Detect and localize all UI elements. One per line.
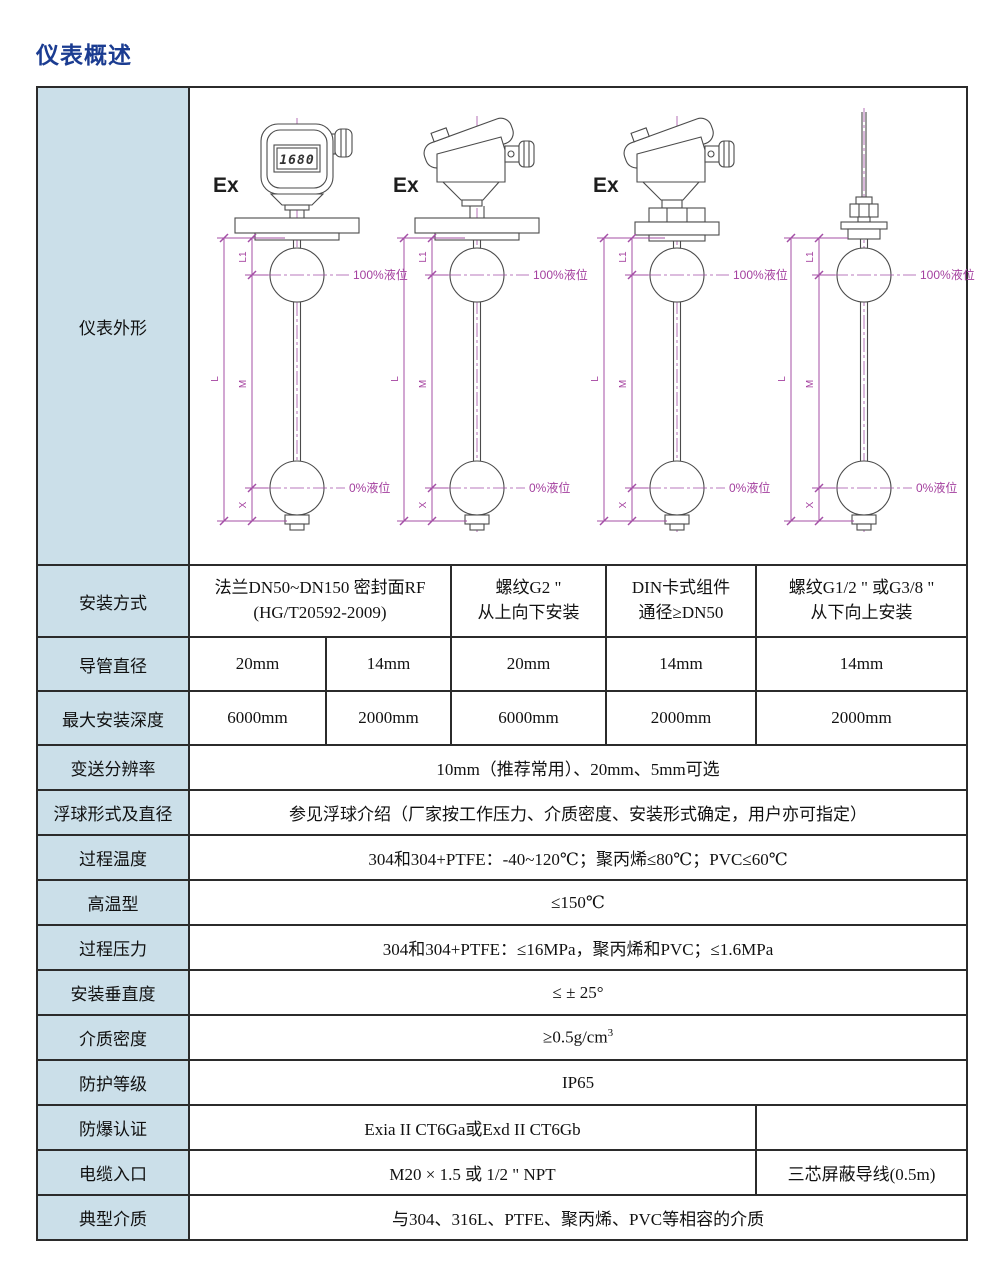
row-cable-entry: 电缆入口 M20 × 1.5 或 1/2 " NPT 三芯屏蔽导线(0.5m) <box>36 1149 969 1196</box>
row-float-type: 浮球形式及直径 参见浮球介绍（厂家按工作压力、介质密度、安装形式确定，用户亦可指… <box>36 789 969 836</box>
row-protection: 防护等级 IP65 <box>36 1059 969 1106</box>
row-density: 介质密度 ≥0.5g/cm3 <box>36 1014 969 1061</box>
dim-label-x: X <box>418 501 429 508</box>
row-resolution: 变送分辨率 10mm（推荐常用）、20mm、5mm可选 <box>36 744 969 791</box>
cell-max-depth-4: 2000mm <box>605 690 757 746</box>
row-label-appearance: 仪表外形 <box>36 86 190 566</box>
level-0-label: 0%液位 <box>529 480 570 495</box>
row-typical-medium: 典型介质 与304、316L、PTFE、聚丙烯、PVC等相容的介质 <box>36 1194 969 1241</box>
level-100-label: 100%液位 <box>733 267 788 282</box>
dim-label-m: M <box>418 380 429 388</box>
row-label-explosion: 防爆认证 <box>36 1104 190 1151</box>
cell-max-depth-3: 6000mm <box>450 690 607 746</box>
instrument-drawing-flange-angle-head: L M L1 X 100%液位 0%液位 Ex <box>390 116 588 532</box>
cell-resolution-value: 10mm（推荐常用）、20mm、5mm可选 <box>187 744 969 791</box>
row-process-temp: 过程温度 304和304+PTFE：-40~120℃；聚丙烯≤80℃；PVC≤6… <box>36 834 969 881</box>
row-appearance: 仪表外形 1680 <box>36 86 975 566</box>
ex-marking: Ex <box>393 174 419 197</box>
page-title: 仪表概述 <box>36 42 132 68</box>
row-label-protection: 防护等级 <box>36 1059 190 1106</box>
dim-label-l: L <box>390 376 401 382</box>
cell-explosion-value: Exia II CT6Ga或Exd II CT6Gb <box>188 1104 757 1151</box>
row-label-cable-entry: 电缆入口 <box>36 1149 190 1196</box>
row-label-resolution: 变送分辨率 <box>36 744 190 791</box>
cell-tube-diameter-1: 20mm <box>188 636 327 692</box>
appearance-drawings: 1680 <box>187 86 975 566</box>
row-tube-diameter: 导管直径 20mm 14mm 20mm 14mm 14mm <box>36 636 969 692</box>
dim-label-l1: L1 <box>418 251 429 263</box>
cell-cable-entry-right: 三芯屏蔽导线(0.5m) <box>754 1149 969 1196</box>
ex-marking: Ex <box>213 174 239 197</box>
row-process-pressure: 过程压力 304和304+PTFE：≤16MPa，聚丙烯和PVC；≤1.6MPa <box>36 924 969 971</box>
instrument-drawing-thread-cable-top: L M L1 X 100%液位 0%液位 <box>777 108 975 532</box>
cell-explosion-right <box>754 1104 969 1151</box>
level-0-label: 0%液位 <box>916 480 957 495</box>
density-value-main: ≥0.5g/cm <box>542 1027 608 1047</box>
cell-tube-diameter-3: 20mm <box>450 636 607 692</box>
row-max-depth: 最大安装深度 6000mm 2000mm 6000mm 2000mm 2000m… <box>36 690 969 746</box>
dim-label-l1: L1 <box>238 251 249 263</box>
dim-label-m: M <box>805 380 816 388</box>
level-100-label: 100%液位 <box>920 267 975 282</box>
dim-label-l: L <box>210 376 221 382</box>
instrument-drawing-din-clamp-angle-head: L M L1 X 100%液位 0%液位 Ex <box>590 116 788 532</box>
ex-marking: Ex <box>593 174 619 197</box>
level-0-label: 0%液位 <box>349 480 390 495</box>
row-high-temp: 高温型 ≤150℃ <box>36 879 969 926</box>
row-label-high-temp: 高温型 <box>36 879 190 926</box>
cell-install-g12: 螺纹G1/2 " 或G3/8 " 从下向上安装 <box>754 564 969 638</box>
cell-tube-diameter-2: 14mm <box>325 636 452 692</box>
level-0-label: 0%液位 <box>729 480 770 495</box>
spec-table: 仪表外形 1680 <box>36 86 975 1241</box>
dim-label-x: X <box>238 501 249 508</box>
level-100-label: 100%液位 <box>533 267 588 282</box>
row-label-verticality: 安装垂直度 <box>36 969 190 1016</box>
dim-label-m: M <box>618 380 629 388</box>
lcd-display: 1680 <box>279 153 314 168</box>
row-install: 安装方式 法兰DN50~DN150 密封面RF (HG/T20592-2009)… <box>36 564 969 638</box>
dim-label-l1: L1 <box>618 251 629 263</box>
row-explosion: 防爆认证 Exia II CT6Ga或Exd II CT6Gb <box>36 1104 969 1151</box>
cell-install-flange: 法兰DN50~DN150 密封面RF (HG/T20592-2009) <box>188 564 452 638</box>
cell-typical-medium-value: 与304、316L、PTFE、聚丙烯、PVC等相容的介质 <box>187 1194 969 1241</box>
dim-label-x: X <box>805 501 816 508</box>
level-100-label: 100%液位 <box>353 267 408 282</box>
cell-install-g2: 螺纹G2 " 从上向下安装 <box>450 564 607 638</box>
cell-process-pressure-value: 304和304+PTFE：≤16MPa，聚丙烯和PVC；≤1.6MPa <box>187 924 969 971</box>
cell-high-temp-value: ≤150℃ <box>187 879 969 926</box>
row-label-process-pressure: 过程压力 <box>36 924 190 971</box>
cell-max-depth-2: 2000mm <box>325 690 452 746</box>
row-label-install: 安装方式 <box>36 564 190 638</box>
cell-verticality-value: ≤ ± 25° <box>187 969 969 1016</box>
instrument-drawing-flange-display-head: 1680 <box>210 118 408 532</box>
datasheet-page: 仪表概述 仪表外形 1680 <box>36 42 975 1241</box>
cell-install-din: DIN卡式组件 通径≥DN50 <box>605 564 757 638</box>
cell-protection-value: IP65 <box>187 1059 969 1106</box>
dim-label-l: L <box>590 376 601 382</box>
row-label-tube-diameter: 导管直径 <box>36 636 190 692</box>
row-label-typical-medium: 典型介质 <box>36 1194 190 1241</box>
row-label-float-type: 浮球形式及直径 <box>36 789 190 836</box>
cell-max-depth-1: 6000mm <box>188 690 327 746</box>
dim-label-x: X <box>618 501 629 508</box>
row-label-max-depth: 最大安装深度 <box>36 690 190 746</box>
cell-tube-diameter-4: 14mm <box>605 636 757 692</box>
density-value-sup: 3 <box>607 1027 614 1040</box>
dim-label-m: M <box>238 380 249 388</box>
cell-tube-diameter-5: 14mm <box>754 636 969 692</box>
row-label-process-temp: 过程温度 <box>36 834 190 881</box>
cell-float-type-value: 参见浮球介绍（厂家按工作压力、介质密度、安装形式确定，用户亦可指定） <box>187 789 969 836</box>
cell-density-value: ≥0.5g/cm3 <box>187 1014 969 1061</box>
cell-cable-entry-value: M20 × 1.5 或 1/2 " NPT <box>188 1149 757 1196</box>
cell-max-depth-5: 2000mm <box>754 690 969 746</box>
row-verticality: 安装垂直度 ≤ ± 25° <box>36 969 969 1016</box>
cell-process-temp-value: 304和304+PTFE：-40~120℃；聚丙烯≤80℃；PVC≤60℃ <box>187 834 969 881</box>
dim-label-l: L <box>777 376 788 382</box>
row-label-density: 介质密度 <box>36 1014 190 1061</box>
dim-label-l1: L1 <box>805 251 816 263</box>
